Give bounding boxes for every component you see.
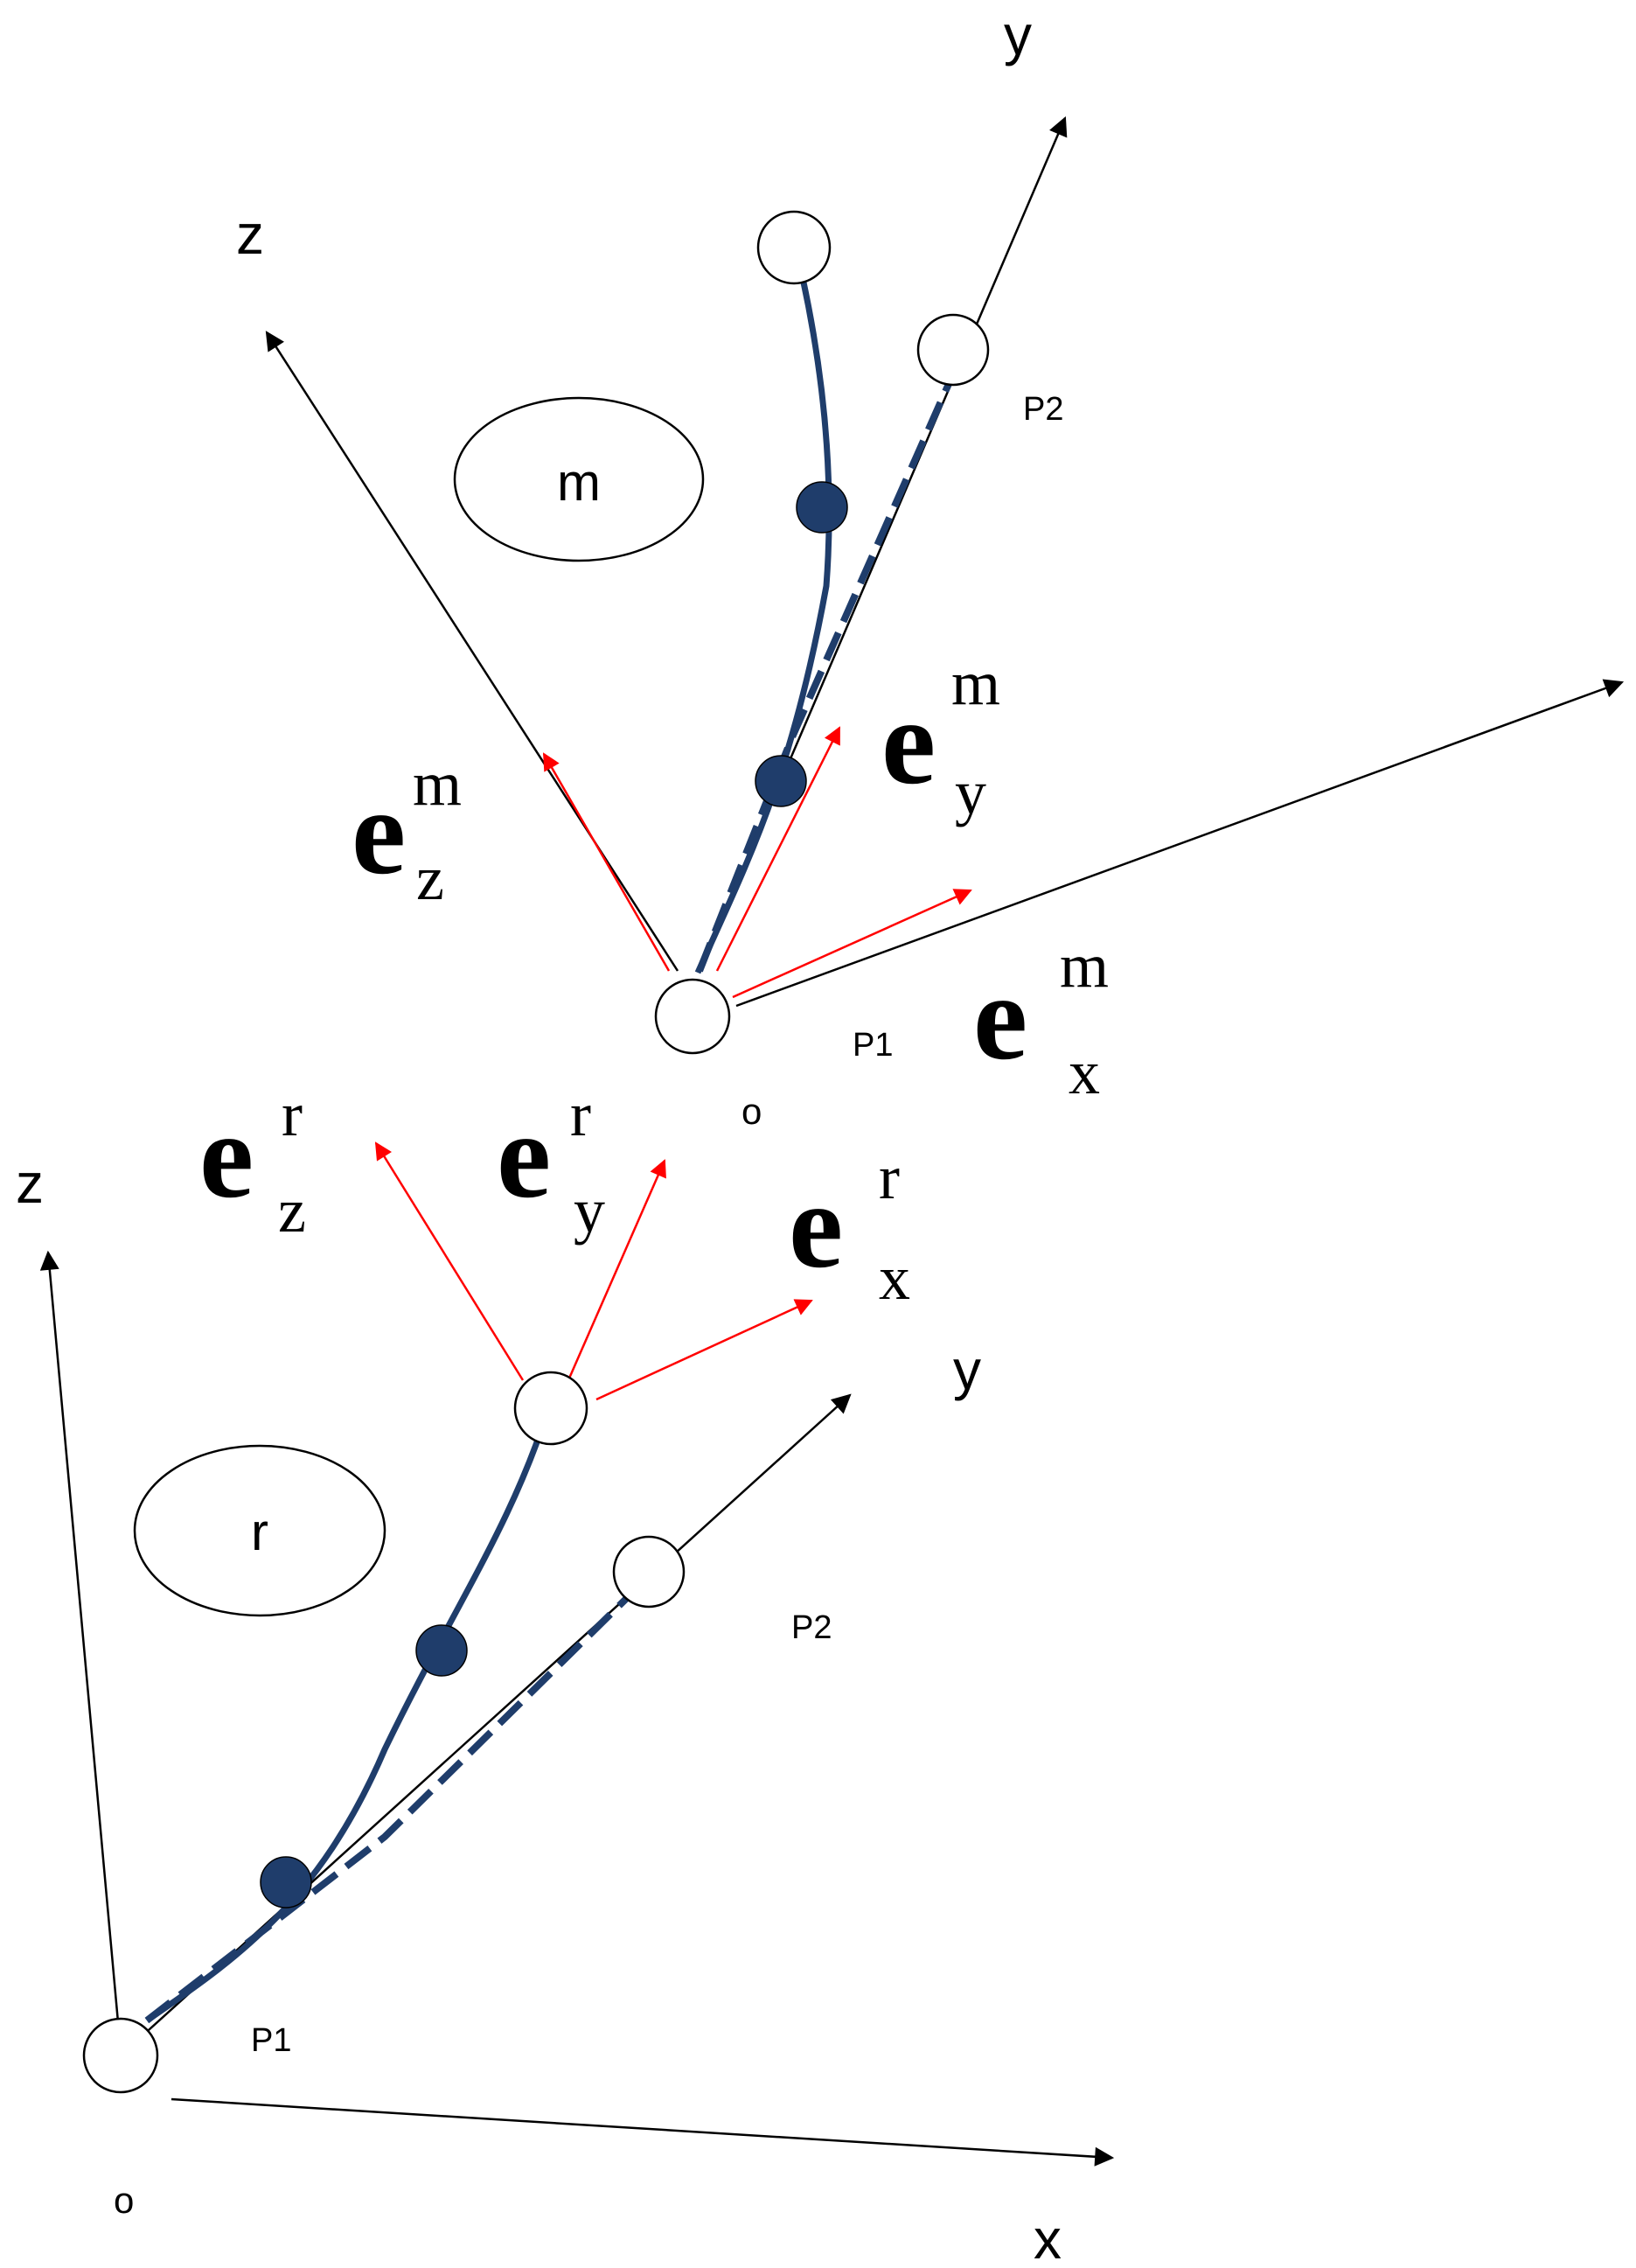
svg-text:z: z [278,1176,306,1246]
lower-ey-label: e r y [497,1079,605,1246]
upper-p2-label: P2 [1023,391,1063,428]
lower-p1-label: P1 [251,2022,291,2059]
upper-frame: z y m P2 P1 o e m z e m y e m x [236,3,1625,1132]
svg-text:r: r [282,1079,303,1149]
lower-ez-label: e r z [199,1079,306,1246]
upper-top-node [756,210,832,285]
lower-ex-vector [595,1299,813,1401]
upper-ez-label: e m z [352,749,462,913]
lower-x-axis-label: x [1034,2208,1062,2268]
svg-text:x: x [879,1243,910,1313]
upper-origin-node [654,978,731,1055]
lower-top-node [513,1371,588,1446]
upper-ey-label: e m y [881,648,1000,827]
upper-region-label: m [557,453,601,512]
upper-p2-node [916,313,990,387]
svg-text:m: m [413,749,462,819]
lower-joint-2 [260,1856,312,1909]
upper-ez-vector [542,752,671,972]
svg-text:z: z [416,843,444,913]
lower-joint-1 [415,1624,468,1677]
lower-p2-label: P2 [791,1609,832,1646]
svg-text:e: e [973,950,1027,1085]
upper-z-axis [265,331,679,972]
svg-text:m: m [1060,931,1109,1001]
svg-text:m: m [951,648,1000,718]
lower-frame: z y x r P2 P1 o e r z e r y e r x [16,1079,1115,2268]
upper-y-axis-label: y [1004,3,1032,66]
svg-text:r: r [570,1079,591,1149]
svg-text:r: r [879,1142,900,1212]
upper-joint-1 [796,481,848,534]
upper-region-ellipse [453,396,705,562]
lower-x-axis [171,2097,1115,2167]
lower-region-label: r [251,1503,268,1561]
upper-ey-vector [715,726,841,972]
upper-joint-2 [755,755,807,807]
lower-p2-node [612,1535,686,1609]
svg-text:y: y [955,757,986,827]
upper-ex-vector [732,889,972,999]
lower-ey-vector [567,1159,666,1381]
lower-origin-label: o [114,2180,134,2221]
lower-region-ellipse [133,1444,386,1617]
lower-ex-label: e r x [789,1142,910,1313]
upper-origin-label: o [741,1091,762,1132]
svg-text:e: e [199,1088,254,1224]
svg-text:e: e [881,674,936,810]
upper-dashed-link [696,376,955,973]
upper-x-axis [735,679,1625,1008]
upper-curve [694,277,832,974]
svg-text:x: x [1069,1037,1100,1107]
lower-ez-vector [374,1141,525,1381]
upper-z-axis-label: z [236,203,264,266]
upper-ex-label: e m x [973,931,1109,1107]
lower-z-axis [39,1250,122,2052]
upper-p1-label: P1 [853,1027,893,1064]
lower-y-axis-label: y [953,1338,981,1401]
lower-origin-node [82,2017,159,2094]
svg-text:y: y [574,1176,605,1246]
lower-z-axis-label: z [16,1152,44,1215]
svg-text:e: e [497,1088,551,1224]
svg-text:e: e [789,1158,843,1294]
lower-curve [145,1405,553,2023]
svg-text:e: e [352,764,406,900]
